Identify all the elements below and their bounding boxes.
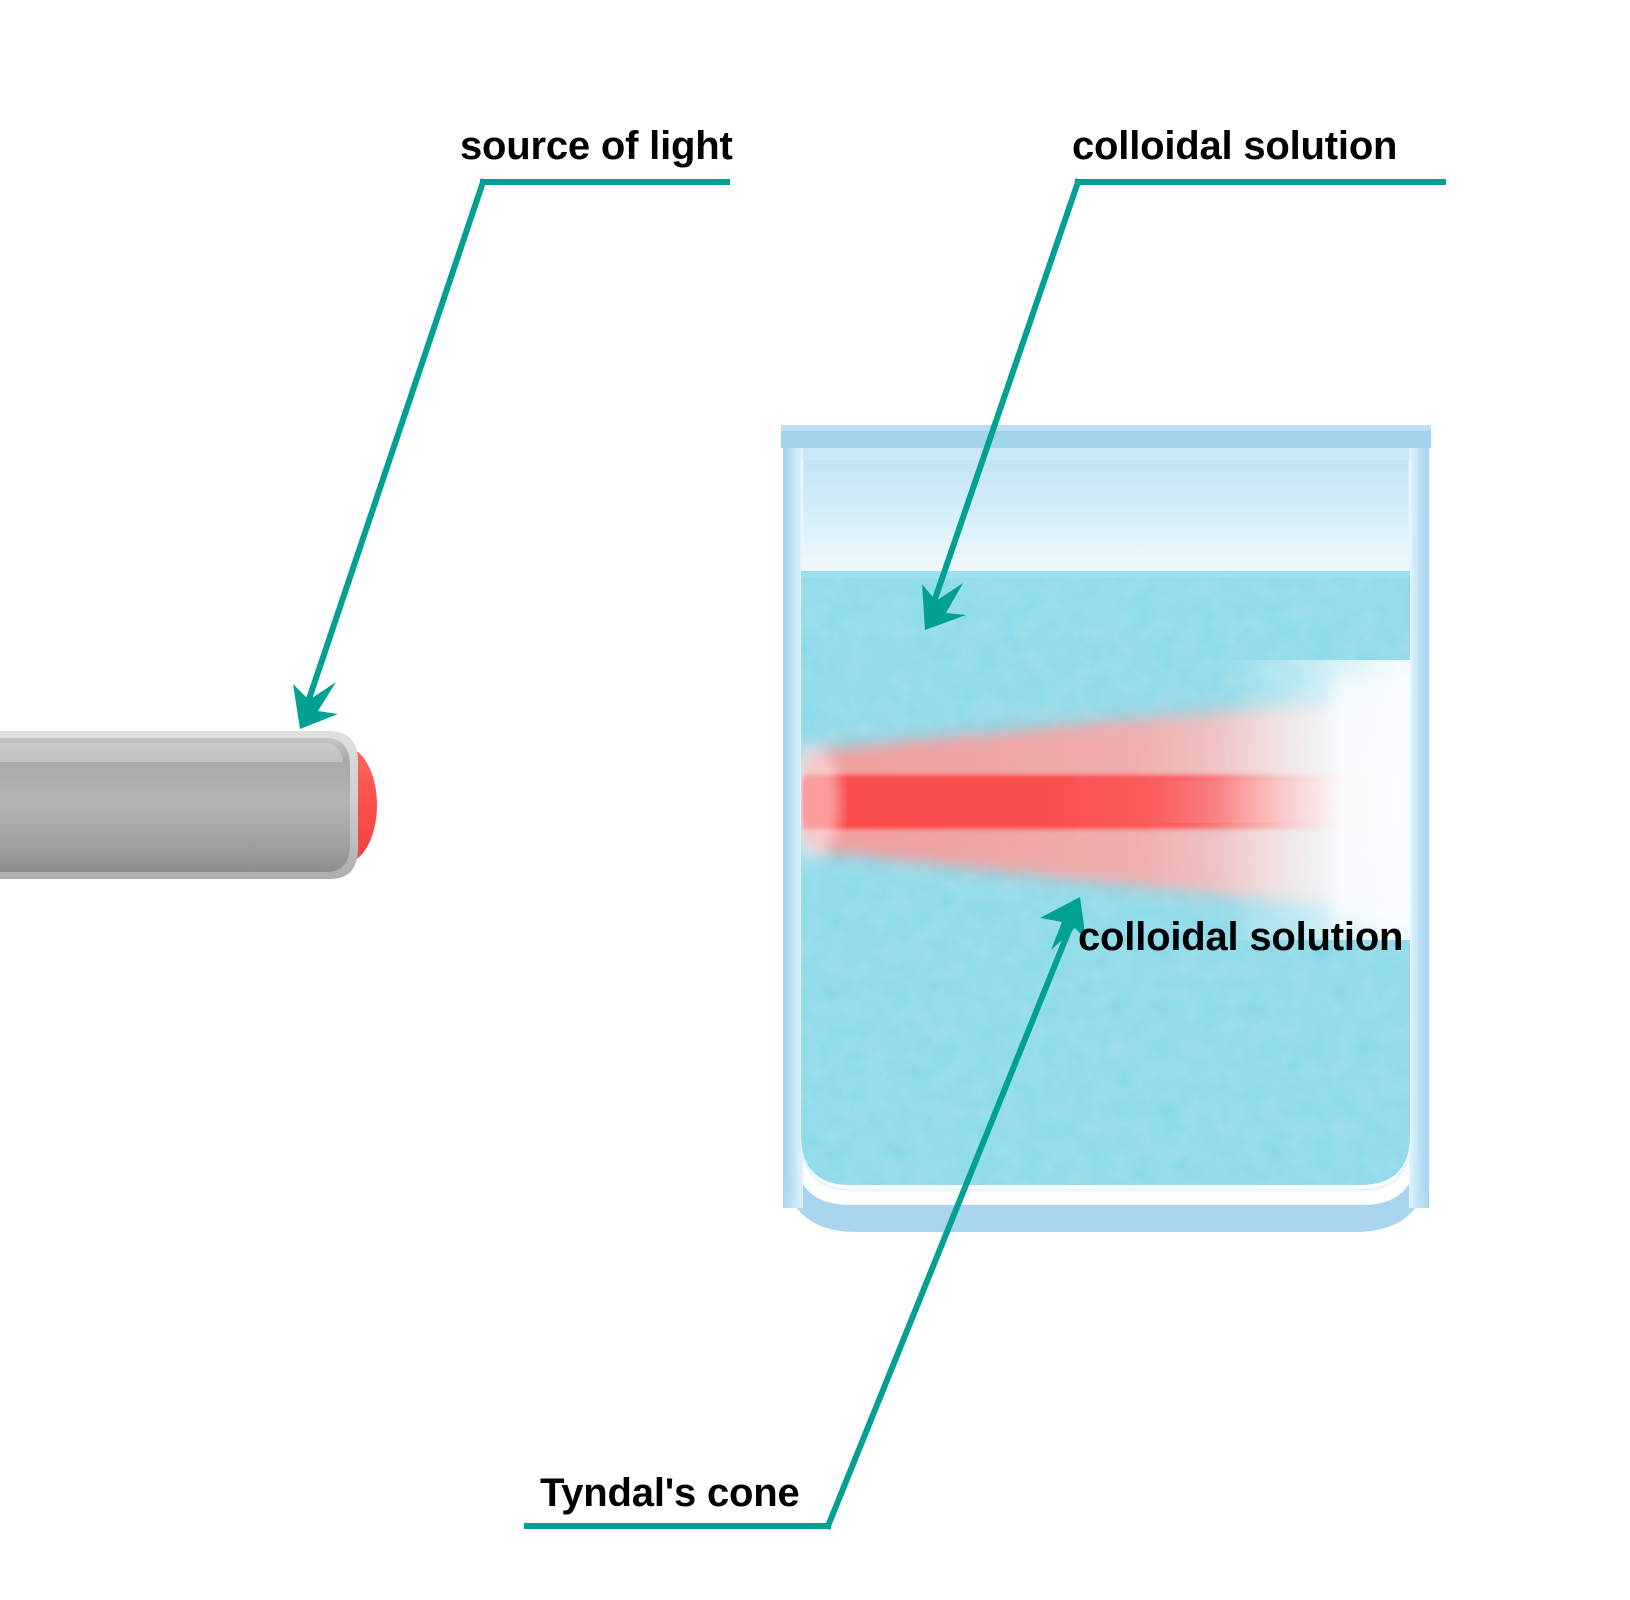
label-colloidal-solution-inner: colloidal solution (1078, 915, 1404, 959)
leader-diagonal-source-of-light (304, 178, 487, 706)
tyndall-fade-wash (900, 660, 1410, 940)
leader-colloidal-solution-top (930, 178, 1446, 606)
leader-arrowhead-tyndals-cone (1040, 897, 1086, 950)
flashlight-body (0, 738, 350, 872)
flashlight-highlight (0, 743, 343, 762)
tyndall-right-edge-glow (1330, 676, 1410, 926)
tyndall-cone (801, 660, 1410, 940)
liquid-surface-line (801, 571, 1410, 578)
beaker-wall-left (783, 448, 803, 1208)
beaker-inner-edge-highlight (800, 460, 1412, 1192)
leader-arrowhead-colloidal-top (922, 583, 966, 630)
label-tyndals-cone: Tyndal's cone (540, 1471, 800, 1515)
label-source-of-light: source of light (460, 124, 733, 168)
beaker-rim-highlight (781, 425, 1431, 431)
beaker-wall-right (1409, 448, 1429, 1208)
leader-diagonal-tyndals-cone (824, 919, 1076, 1530)
beaker (781, 425, 1431, 1232)
beaker-rim-inner-shadow (801, 448, 1411, 460)
tyndall-entry-glow (801, 742, 840, 862)
beaker-interior-air (801, 448, 1411, 600)
leader-source-of-light (304, 178, 730, 706)
label-colloidal-solution-top: colloidal solution (1072, 124, 1398, 168)
flashlight (0, 731, 377, 879)
leader-arrowhead-source-of-light (293, 682, 338, 729)
leader-tyndals-cone (524, 919, 1076, 1530)
leader-diagonal-colloidal-top (930, 178, 1082, 606)
